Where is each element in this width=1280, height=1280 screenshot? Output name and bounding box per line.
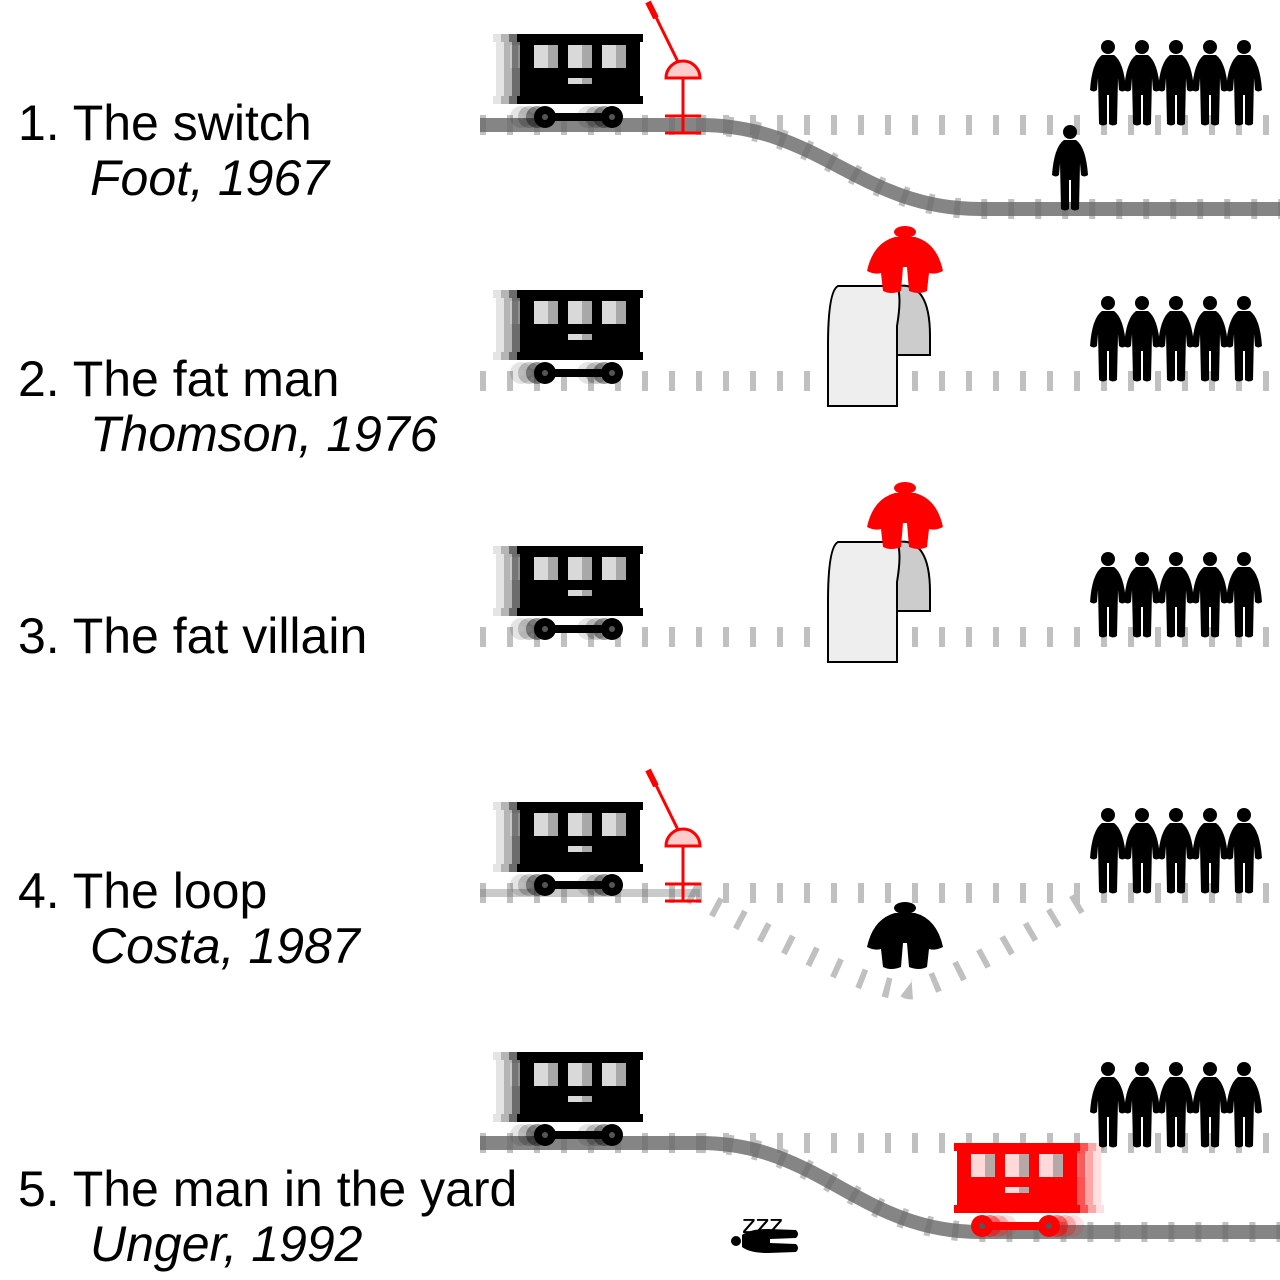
trolley — [493, 546, 643, 640]
scenario-1-title: 1. The switch — [18, 95, 312, 151]
five-people-group — [1090, 552, 1262, 638]
switch-lever-icon — [648, 770, 701, 901]
fat-man-figure — [867, 226, 943, 293]
red-trolley — [954, 1143, 1104, 1237]
sleeping-man-icon — [731, 1229, 798, 1253]
single-person — [1052, 125, 1088, 211]
large-person-on-loop — [867, 902, 943, 969]
active-track — [480, 118, 1280, 216]
switch-lever-icon — [648, 2, 701, 133]
trolley — [493, 290, 643, 384]
five-people-group — [1090, 808, 1262, 894]
scenario-5-citation: Unger, 1992 — [90, 1216, 363, 1272]
scenario-3-fat-villain — [480, 482, 1280, 663]
scenario-5-title: 5. The man in the yard — [18, 1161, 518, 1217]
scenario-1-citation: Foot, 1967 — [90, 150, 330, 206]
scenario-4-citation: Costa, 1987 — [90, 918, 360, 974]
scenario-3-title: 3. The fat villain — [18, 608, 368, 664]
five-people-group — [1090, 40, 1262, 126]
scenario-2-fat-man — [480, 226, 1280, 407]
scenario-2-title: 2. The fat man — [18, 351, 340, 407]
trolley — [493, 1052, 643, 1146]
scenario-1-switch — [480, 2, 1280, 219]
scenario-4-title: 4. The loop — [18, 863, 268, 919]
yard-track — [480, 1136, 1280, 1239]
fat-villain-figure — [867, 482, 943, 549]
trolley — [493, 34, 643, 128]
sleep-text: zzz — [742, 1210, 783, 1240]
scenario-2-citation: Thomson, 1976 — [90, 406, 438, 462]
scenario-5-man-in-yard — [480, 1052, 1280, 1253]
trolley — [493, 802, 643, 896]
scenario-4-loop — [480, 770, 1280, 1000]
five-people-group — [1090, 296, 1262, 382]
five-people-group — [1090, 1062, 1262, 1148]
